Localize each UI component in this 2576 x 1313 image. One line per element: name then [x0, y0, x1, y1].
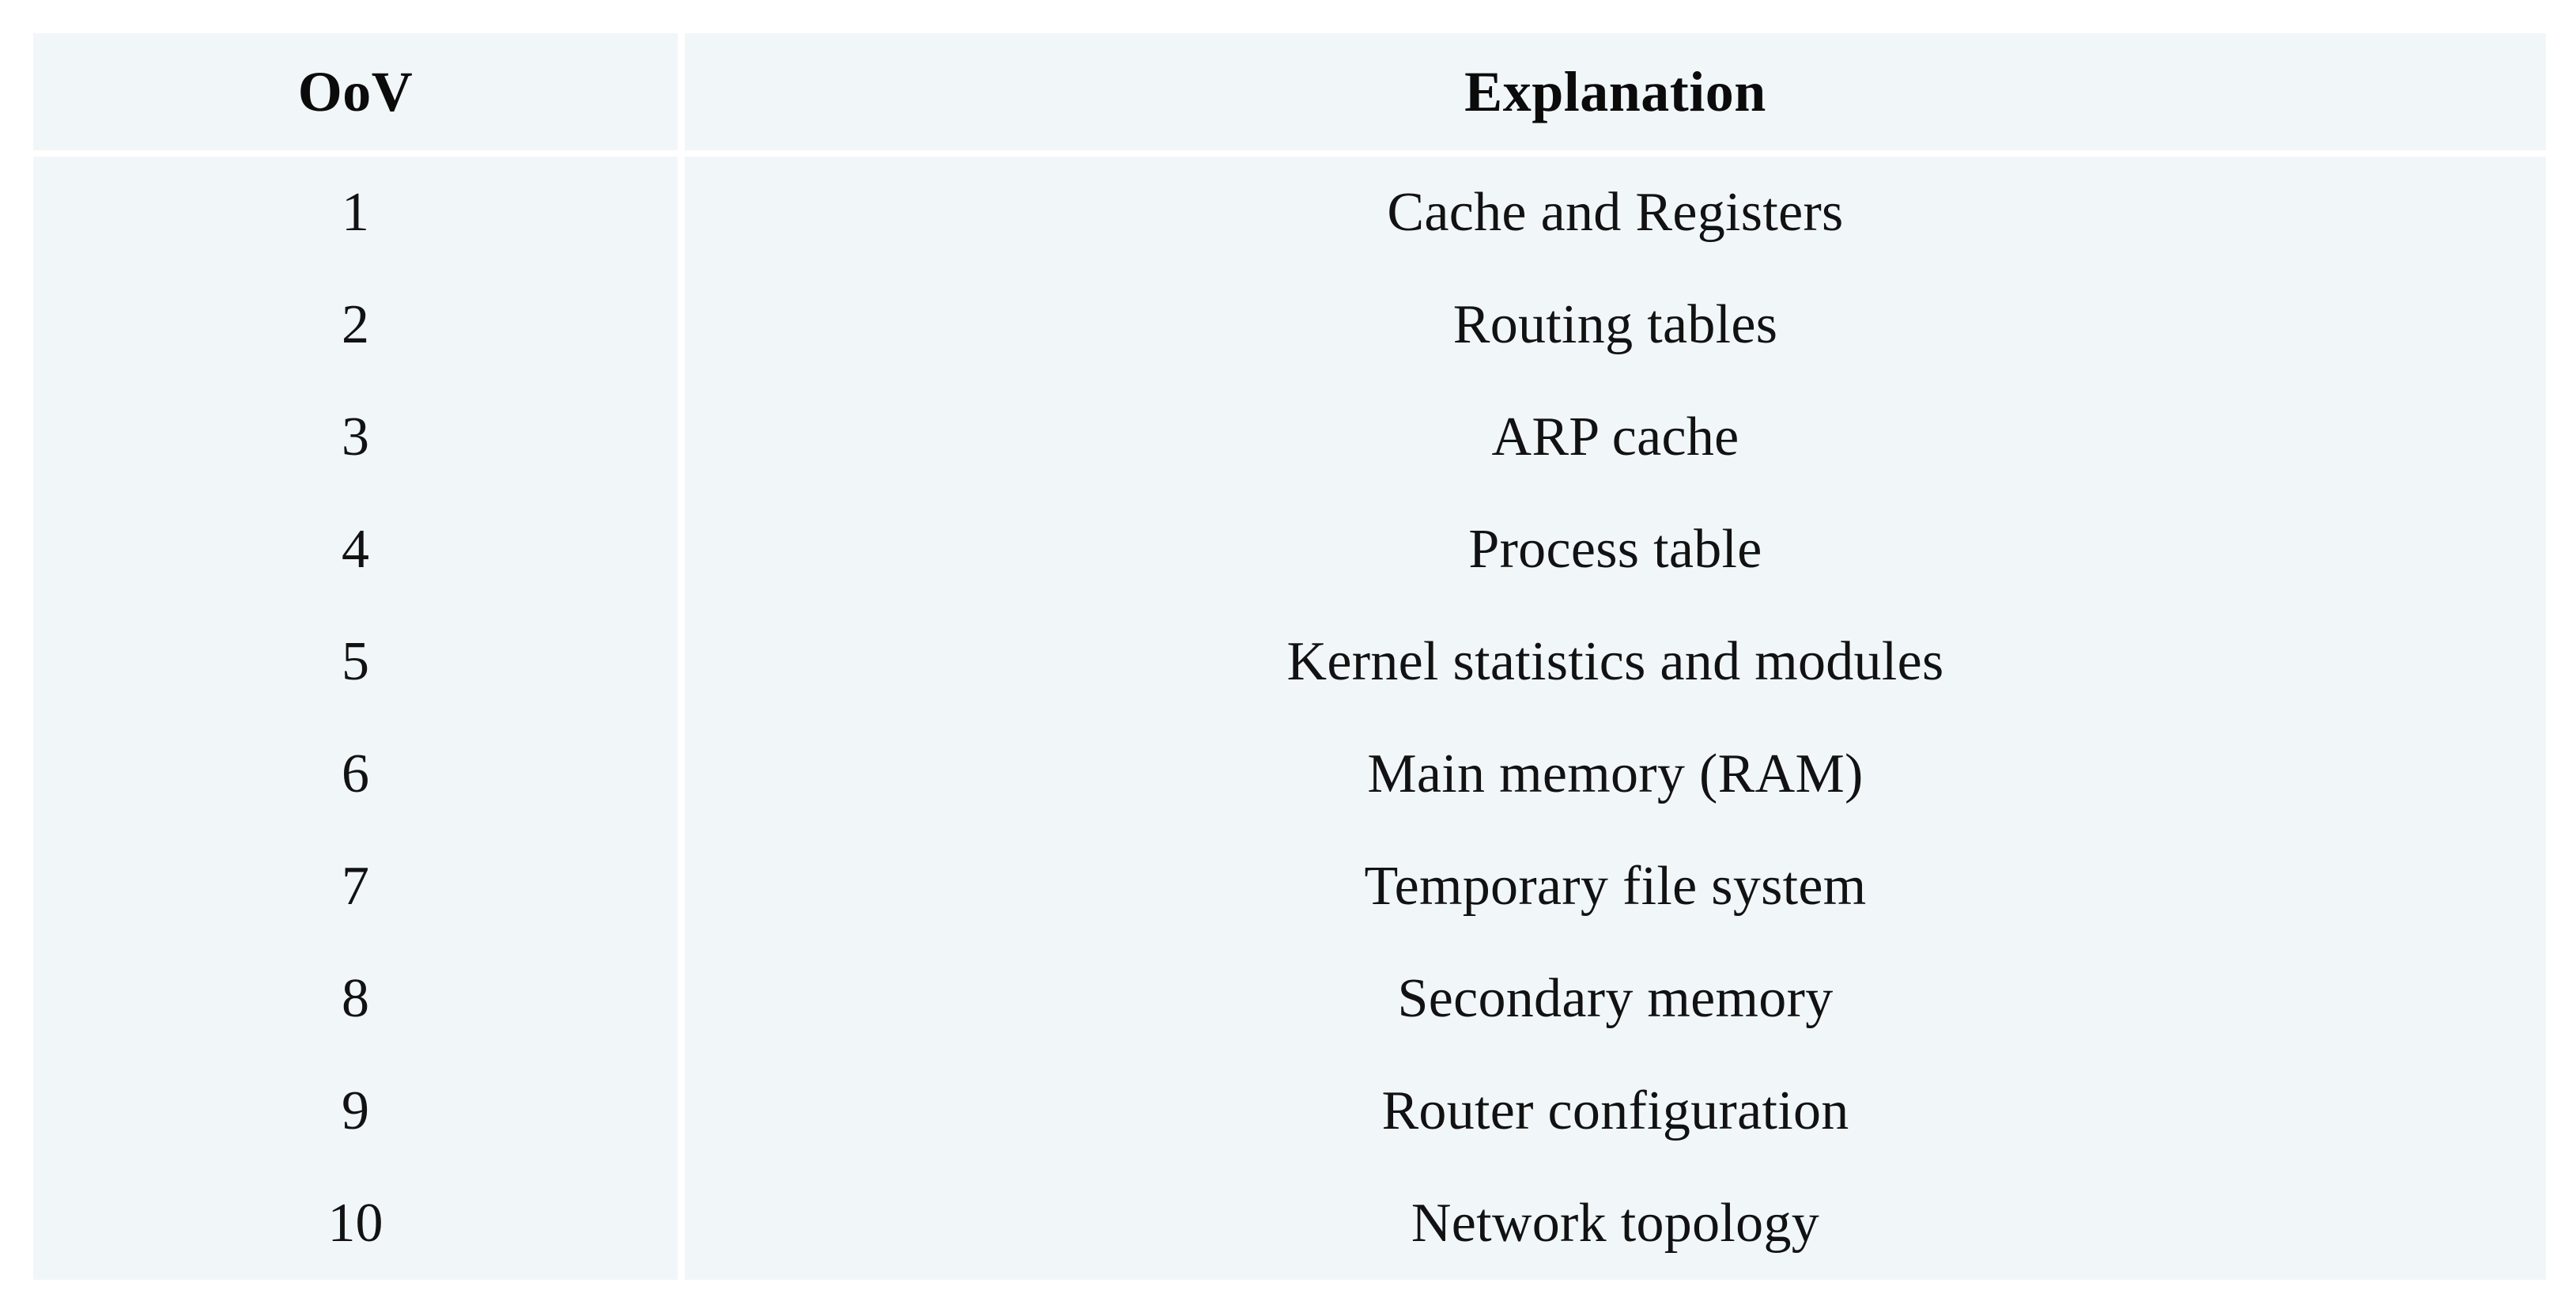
cell-oov: 2: [33, 269, 678, 381]
cell-explanation: Process table: [685, 494, 2546, 606]
table-body: 1 Cache and Registers 2 Routing tables 3…: [33, 150, 2546, 1280]
column-divider: [678, 718, 685, 831]
cell-explanation: Secondary memory: [685, 943, 2546, 1055]
column-divider: [678, 157, 685, 269]
table-row: 8 Secondary memory: [33, 943, 2546, 1055]
table-row: 6 Main memory (RAM): [33, 718, 2546, 831]
table-row: 9 Router configuration: [33, 1055, 2546, 1167]
cell-oov: 1: [33, 157, 678, 269]
cell-oov: 4: [33, 494, 678, 606]
column-header-oov: OoV: [33, 33, 678, 150]
cell-explanation: Main memory (RAM): [685, 718, 2546, 831]
column-divider: [678, 943, 685, 1055]
cell-explanation: Temporary file system: [685, 831, 2546, 943]
table-row: 10 Network topology: [33, 1167, 2546, 1280]
column-divider: [678, 381, 685, 494]
cell-explanation: Router configuration: [685, 1055, 2546, 1167]
separator-gap: [678, 150, 685, 157]
column-divider: [678, 831, 685, 943]
separator-left: [33, 150, 678, 157]
cell-explanation: ARP cache: [685, 381, 2546, 494]
cell-oov: 8: [33, 943, 678, 1055]
column-header-explanation: Explanation: [685, 33, 2546, 150]
table-row: 4 Process table: [33, 494, 2546, 606]
column-divider: [678, 33, 685, 150]
table-grid: OoV Explanation 1 Cache and Registers 2 …: [33, 33, 2546, 1280]
column-divider: [678, 269, 685, 381]
column-divider: [678, 1167, 685, 1280]
cell-oov: 3: [33, 381, 678, 494]
table-row: 3 ARP cache: [33, 381, 2546, 494]
cell-oov: 9: [33, 1055, 678, 1167]
cell-explanation: Routing tables: [685, 269, 2546, 381]
cell-explanation: Cache and Registers: [685, 157, 2546, 269]
header-body-separator: [33, 150, 2546, 157]
cell-oov: 7: [33, 831, 678, 943]
cell-explanation: Network topology: [685, 1167, 2546, 1280]
table-row: 1 Cache and Registers: [33, 157, 2546, 269]
oov-explanation-table: OoV Explanation 1 Cache and Registers 2 …: [33, 33, 2546, 1283]
cell-explanation: Kernel statistics and modules: [685, 606, 2546, 718]
table-header: OoV Explanation: [33, 33, 2546, 150]
table-row: 2 Routing tables: [33, 269, 2546, 381]
table-row: 7 Temporary file system: [33, 831, 2546, 943]
column-divider: [678, 606, 685, 718]
table-row: 5 Kernel statistics and modules: [33, 606, 2546, 718]
header-row: OoV Explanation: [33, 33, 2546, 150]
cell-oov: 5: [33, 606, 678, 718]
cell-oov: 10: [33, 1167, 678, 1280]
cell-oov: 6: [33, 718, 678, 831]
separator-right: [685, 150, 2546, 157]
column-divider: [678, 494, 685, 606]
column-divider: [678, 1055, 685, 1167]
